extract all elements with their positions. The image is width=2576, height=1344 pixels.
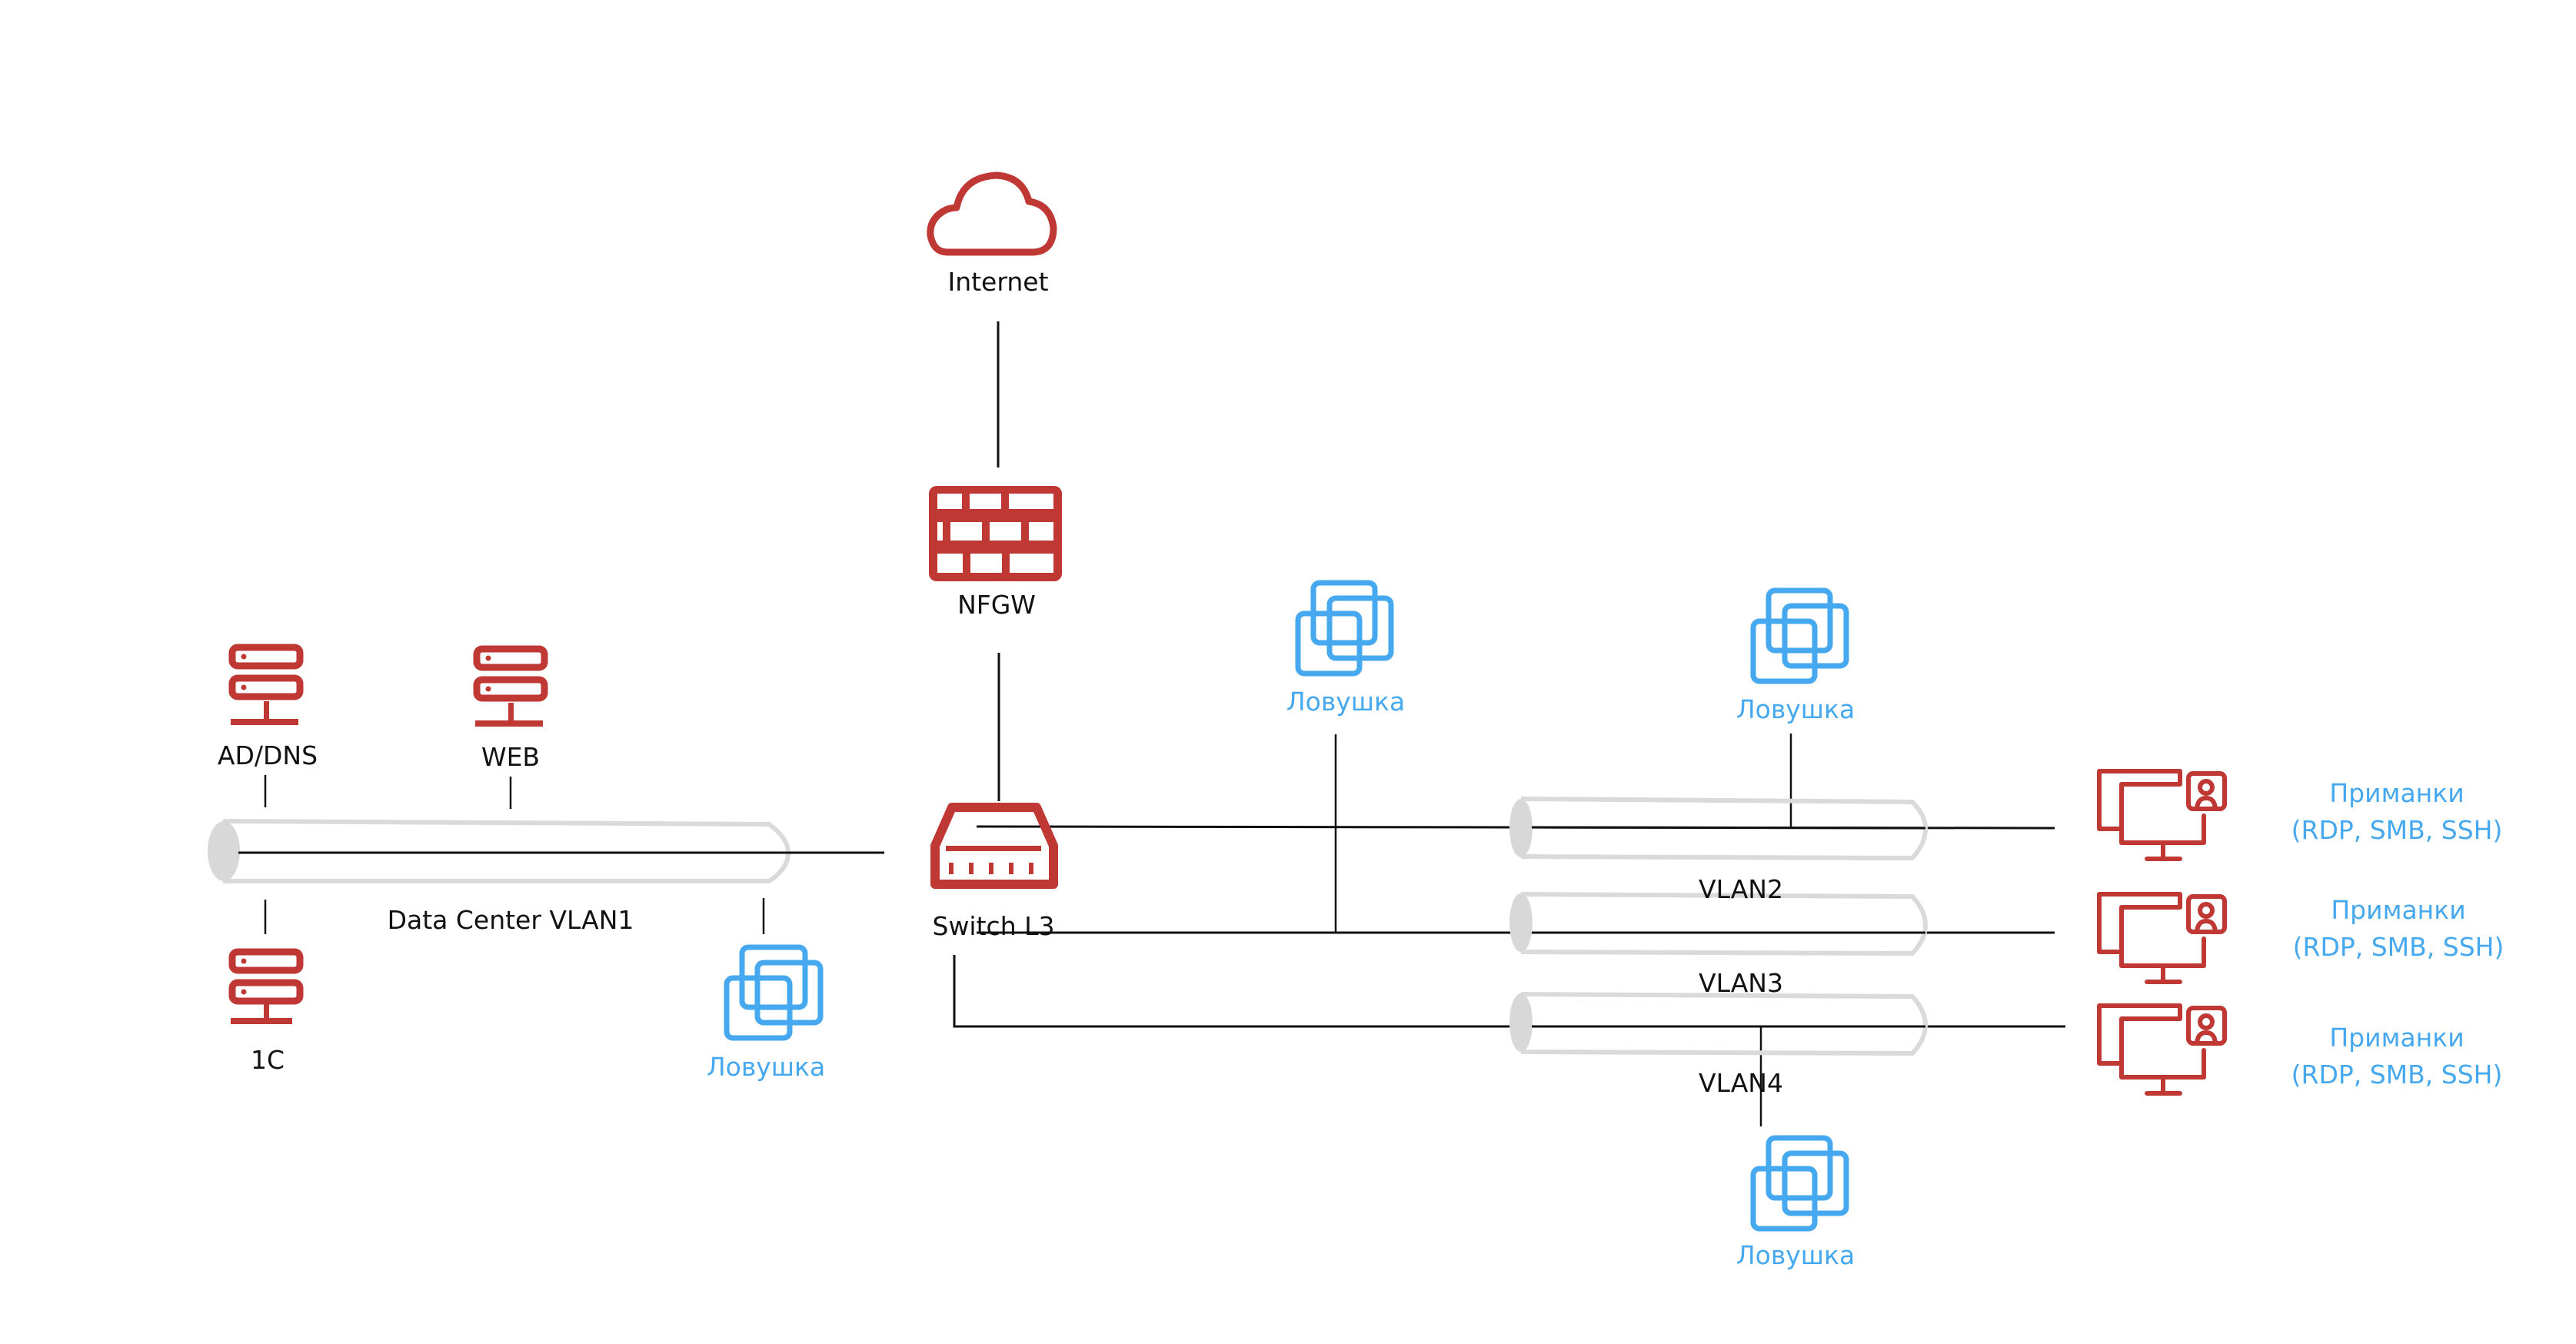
server-icon bbox=[228, 948, 304, 1024]
decoy-title: Приманки bbox=[2329, 1023, 2464, 1053]
decoy-vlan3[interactable]: Приманки (RDP, SMB, SSH) bbox=[2097, 892, 2504, 984]
vlan1-label: Data Center VLAN1 bbox=[388, 905, 634, 935]
vlan2-label: VLAN2 bbox=[1699, 874, 1783, 904]
decoy-workstation-icon bbox=[2097, 769, 2227, 861]
trap-label: Ловушка bbox=[1736, 694, 1855, 724]
trap-vm-icon bbox=[724, 944, 824, 1041]
server-icon bbox=[228, 644, 304, 725]
decoy-subtitle: (RDP, SMB, SSH) bbox=[2291, 815, 2503, 845]
trap-label: Ловушка bbox=[707, 1052, 825, 1082]
web-label: WEB bbox=[481, 742, 540, 772]
trap-vlan4[interactable]: Ловушка bbox=[1736, 1135, 1855, 1270]
1c-label: 1C bbox=[251, 1045, 285, 1075]
trap-vm-icon bbox=[1750, 1135, 1849, 1232]
ad-dns-label: AD/DNS bbox=[218, 740, 318, 770]
firewall-icon bbox=[929, 486, 1062, 581]
server-ad-dns[interactable]: AD/DNS bbox=[218, 644, 318, 770]
switch-icon bbox=[930, 803, 1058, 889]
trap-vm-icon bbox=[1295, 580, 1394, 677]
decoy-title: Приманки bbox=[2331, 895, 2465, 925]
vlan3-tube bbox=[1509, 892, 1929, 956]
trap-label: Ловушка bbox=[1286, 687, 1405, 717]
vlan4-label: VLAN4 bbox=[1699, 1068, 1783, 1098]
switch-node[interactable]: Switch L3 bbox=[930, 803, 1058, 941]
decoy-title: Приманки bbox=[2329, 778, 2464, 808]
decoy-subtitle: (RDP, SMB, SSH) bbox=[2291, 1060, 2503, 1090]
internet-label: Internet bbox=[947, 267, 1048, 297]
server-web[interactable]: WEB bbox=[473, 645, 548, 772]
server-1c[interactable]: 1C bbox=[228, 948, 304, 1075]
decoy-workstation-icon bbox=[2097, 892, 2227, 984]
nfgw-node[interactable]: NFGW bbox=[929, 486, 1062, 620]
cloud-icon bbox=[927, 171, 1057, 256]
switch-label: Switch L3 bbox=[933, 911, 1055, 941]
nfgw-label: NFGW bbox=[957, 590, 1036, 620]
internet-node[interactable]: Internet bbox=[927, 171, 1057, 297]
trap-vlan2[interactable]: Ловушка bbox=[1736, 587, 1855, 724]
decoy-subtitle: (RDP, SMB, SSH) bbox=[2293, 932, 2504, 962]
vlan1-tube bbox=[208, 819, 884, 883]
decoy-vlan4[interactable]: Приманки (RDP, SMB, SSH) bbox=[2097, 1003, 2503, 1096]
trap-vlan1[interactable]: Ловушка bbox=[707, 944, 825, 1082]
trap-vm-icon bbox=[1750, 587, 1849, 684]
vlan3-label: VLAN3 bbox=[1699, 968, 1783, 998]
decoy-vlan2[interactable]: Приманки (RDP, SMB, SSH) bbox=[2097, 769, 2503, 861]
trap-label: Ловушка bbox=[1736, 1240, 1855, 1270]
server-icon bbox=[473, 645, 548, 727]
trap-center[interactable]: Ловушка bbox=[1286, 580, 1405, 717]
decoy-workstation-icon bbox=[2097, 1003, 2227, 1096]
vlan4-tube bbox=[1509, 992, 1929, 1056]
vlan2-tube bbox=[1509, 797, 1929, 861]
